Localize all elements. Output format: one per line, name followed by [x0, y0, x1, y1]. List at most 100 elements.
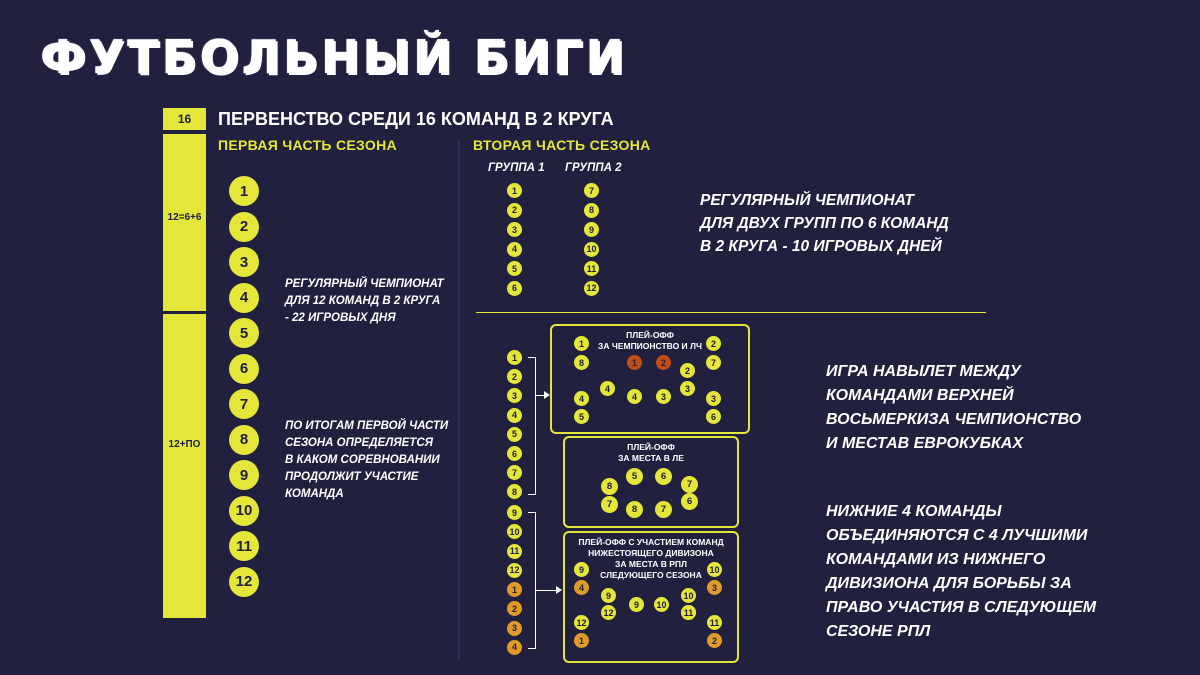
team-circle: 10	[584, 241, 599, 257]
box2-title-line: ЗА МЕСТА В ЛЕ	[618, 453, 684, 463]
first-part-text2-line: ПО ИТОГАМ ПЕРВОЙ ЧАСТИ	[285, 420, 449, 432]
team-circle: 2	[507, 202, 522, 218]
right-text2: НИЖНИЕ 4 КОМАНДЫ ОБЪЕДИНЯЮТСЯ С 4 ЛУЧШИМ…	[826, 500, 1096, 644]
team-circle: 1	[507, 183, 522, 198]
team-circle: 8	[574, 355, 589, 370]
team-circle: 5	[626, 468, 643, 485]
team-circle: 4	[600, 381, 615, 396]
arrow-line-1	[535, 395, 545, 396]
right-text2-line: КОМАНДАМИ ИЗ НИЖНЕГО	[826, 551, 1046, 568]
playoff-box-relegation: ПЛЕЙ-ОФФ С УЧАСТИЕМ КОМАНД НИЖЕСТОЯЩЕГО …	[563, 531, 739, 663]
team-circle-lower-division: 4	[507, 639, 522, 655]
team-circle: 3	[707, 580, 722, 595]
team-circle: 6	[507, 280, 522, 296]
team-circle: 4	[627, 389, 642, 404]
right-text1-line: И МЕСТАВ ЕВРОКУБКАХ	[826, 435, 1024, 452]
first-part-text2-line: В КАКОМ СОРЕВНОВАНИИ	[285, 454, 440, 466]
team-circle: 10	[707, 562, 722, 577]
first-part-text2-line: ПРОДОЛЖИТ УЧАСТИЕ	[285, 471, 419, 483]
team-circle: 4	[507, 407, 522, 423]
team-circle: 12	[574, 615, 589, 630]
first-part-text1-line: - 22 ИГРОВЫХ ДНЯ	[285, 312, 396, 324]
box3-title-line: СЛЕДУЮЩЕГО СЕЗОНА	[600, 570, 702, 580]
first-part-title: ПЕРВАЯ ЧАСТЬ СЕЗОНА	[218, 137, 397, 153]
team-circle: 9	[229, 460, 259, 490]
team-circle: 10	[654, 597, 669, 612]
team-circle: 9	[601, 588, 616, 603]
first-part-text1-line: ДЛЯ 12 КОМАНД В 2 КРУГА	[285, 295, 441, 307]
team-circle: 7	[655, 501, 672, 518]
team-circle: 4	[574, 391, 589, 406]
box1-title: ПЛЕЙ-ОФФ ЗА ЧЕМПИОНСТВО И ЛЧ	[552, 330, 748, 352]
bracket-top	[528, 357, 536, 495]
right-text2-line: ПРАВО УЧАСТИЯ В СЛЕДУЮЩЕМ	[826, 599, 1097, 616]
first-part-text2: ПО ИТОГАМ ПЕРВОЙ ЧАСТИ СЕЗОНА ОПРЕДЕЛЯЕТ…	[285, 418, 448, 503]
team-circle: 7	[229, 389, 259, 419]
team-circle-lower-division: 3	[507, 620, 522, 636]
right-text2-line: НИЖНИЕ 4 КОМАНДЫ	[826, 503, 1002, 520]
left-bar-bottom: 12+ПО	[163, 314, 206, 618]
team-circle: 8	[229, 424, 259, 455]
team-circle: 12	[507, 562, 522, 578]
team-circle: 7	[681, 476, 698, 493]
right-text1-line: ВОСЬМЕРКИЗА ЧЕМПИОНСТВО	[826, 411, 1082, 428]
first-part-text2-line: КОМАНДА	[285, 488, 344, 500]
team-circle: 6	[229, 353, 259, 384]
team-circle: 1	[627, 355, 642, 370]
playoff-box-europa: ПЛЕЙ-ОФФ ЗА МЕСТА В ЛЕ	[563, 436, 739, 528]
left-bar-top: 12=6+6	[163, 134, 206, 311]
team-circle: 8	[626, 501, 643, 518]
box3-title-line: ПЛЕЙ-ОФФ С УЧАСТИЕМ КОМАНД	[578, 537, 724, 547]
team-circle: 9	[574, 562, 589, 577]
team-circle: 10	[681, 588, 696, 603]
box2-title-line: ПЛЕЙ-ОФФ	[627, 442, 675, 452]
team-circle: 1	[574, 633, 589, 648]
group1-title: ГРУППА 1	[488, 162, 545, 174]
arrow-line-2	[535, 590, 557, 591]
left-bar-top-label: 12=6+6	[167, 212, 202, 223]
team-circle: 6	[507, 446, 522, 461]
right-text2-line: СЕЗОНЕ РПЛ	[826, 623, 931, 640]
team-circle: 11	[681, 605, 696, 620]
team-circle: 6	[706, 409, 721, 424]
team-circle: 10	[507, 524, 522, 540]
team-circle: 7	[584, 183, 599, 198]
box3-title-line: НИЖЕСТОЯЩЕГО ДИВИЗОНА	[588, 548, 714, 558]
horizontal-separator	[476, 312, 986, 313]
team-circle: 5	[507, 261, 522, 276]
team-circle: 1	[574, 336, 589, 351]
team-circle: 6	[655, 468, 672, 485]
team-circle: 3	[706, 391, 721, 406]
arrow-right-icon	[544, 391, 550, 399]
team-circle: 11	[707, 615, 722, 630]
group2-title: ГРУППА 2	[565, 162, 622, 174]
team-circle: 12	[229, 566, 259, 597]
team-circle: 11	[507, 543, 522, 559]
team-circle: 2	[656, 355, 671, 370]
right-text1-line: КОМАНДАМИ ВЕРХНЕЙ	[826, 387, 1014, 404]
team-circle: 5	[229, 318, 259, 348]
team-circle: 6	[681, 493, 698, 510]
section-divider	[458, 140, 460, 660]
team-circle-lower-division: 1	[507, 582, 522, 597]
team-circle: 3	[507, 388, 522, 404]
team-circle: 8	[584, 202, 599, 218]
team-circle: 1	[507, 350, 522, 365]
header-badge-label: 16	[177, 112, 192, 126]
team-circle: 11	[229, 531, 259, 561]
right-text2-line: ДИВИЗИОНА ДЛЯ БОРЬБЫ ЗА	[826, 575, 1072, 592]
regular-text: РЕГУЛЯРНЫЙ ЧЕМПИОНАТ ДЛЯ ДВУХ ГРУПП ПО 6…	[700, 189, 949, 258]
header-title: ПЕРВЕНСТВО СРЕДИ 16 КОМАНД В 2 КРУГА	[218, 109, 614, 129]
team-circle: 11	[584, 261, 599, 276]
box2-title: ПЛЕЙ-ОФФ ЗА МЕСТА В ЛЕ	[565, 442, 737, 464]
header-badge: 16	[163, 108, 206, 130]
team-circle: 2	[707, 633, 722, 648]
team-circle: 5	[507, 426, 522, 442]
team-circle: 9	[507, 505, 522, 520]
team-circle: 4	[574, 580, 589, 595]
team-circle: 2	[507, 369, 522, 385]
box1-title-line: ЗА ЧЕМПИОНСТВО И ЛЧ	[598, 341, 702, 351]
regular-text-line: РЕГУЛЯРНЫЙ ЧЕМПИОНАТ	[700, 192, 914, 209]
team-circle: 2	[706, 336, 721, 351]
team-circle: 2	[229, 211, 259, 242]
